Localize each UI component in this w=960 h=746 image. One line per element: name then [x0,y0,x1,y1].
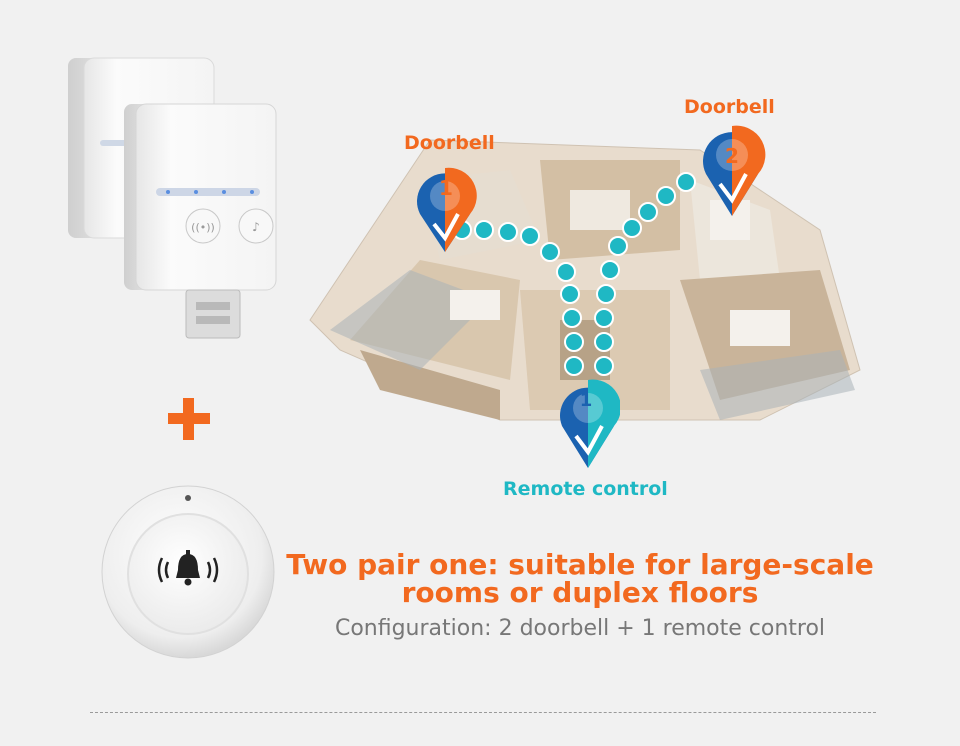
doorbell-2-number: 2 [725,144,739,168]
doorbell-1-label: Doorbell [404,132,495,154]
svg-text:((•)): ((•)) [191,221,215,234]
remote-control-button [101,485,275,659]
dashed-divider [90,712,876,713]
doorbell-1-pin [417,167,477,252]
plus-icon [168,398,210,440]
configuration-text: Configuration: 2 doorbell + 1 remote con… [334,616,826,641]
arrow-icon [452,172,696,376]
bell-icon [157,550,219,586]
remote-control-pin [560,379,620,468]
doorbell-2-label: Doorbell [684,96,775,118]
doorbell-receiver-units: ((•)) ♪ [68,57,277,339]
headline-line-1: Two pair one: suitable for large-scale [286,548,874,581]
doorbell-2-pin [703,125,766,216]
headline-line-2: rooms or duplex floors [401,576,759,609]
doorbell-1-number: 1 [439,176,453,200]
remote-control-number: 1 [579,390,593,411]
remote-control-label: Remote control [503,478,668,500]
svg-text:♪: ♪ [252,220,260,234]
